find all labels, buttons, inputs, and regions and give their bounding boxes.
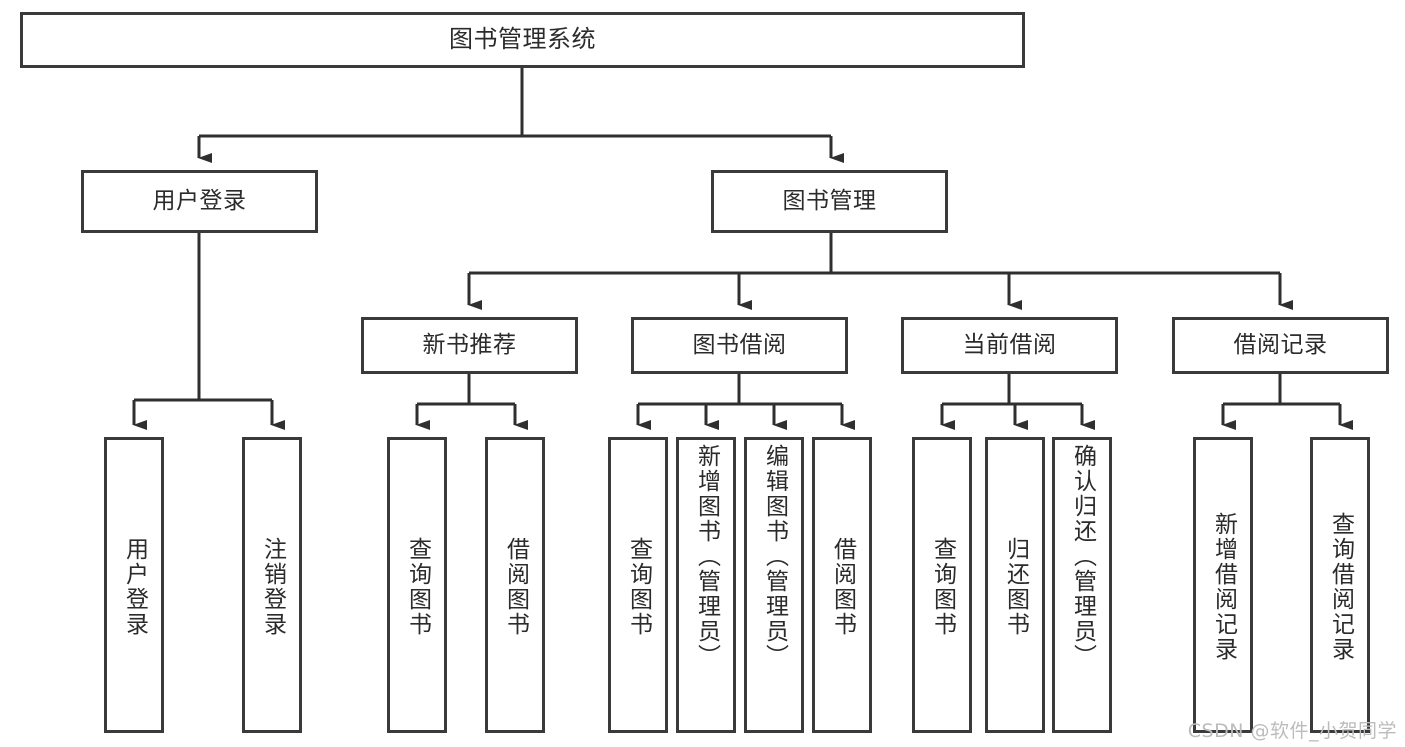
node-book-manage[interactable]: 图书管理 (711, 170, 948, 233)
leaf-edit-book-label: 编辑图书（管理员） (761, 444, 788, 669)
leaf-user-login[interactable]: 用户登录 (104, 437, 164, 733)
leaf-query-book-1[interactable]: 查询图书 (387, 437, 447, 733)
leaf-add-record[interactable]: 新增借阅记录 (1193, 437, 1253, 733)
node-new-book-rec-label: 新书推荐 (422, 332, 517, 359)
leaf-query-book-2[interactable]: 查询图书 (608, 437, 668, 733)
leaf-add-record-label: 新增借阅记录 (1210, 512, 1237, 662)
leaf-return-book[interactable]: 归还图书 (985, 437, 1045, 733)
leaf-add-book[interactable]: 新增图书（管理员） (676, 437, 736, 733)
leaf-borrow-book-1[interactable]: 借阅图书 (485, 437, 545, 733)
watermark-text: CSDN @软件_小贺同学 (1187, 720, 1397, 742)
node-root[interactable]: 图书管理系统 (20, 12, 1025, 68)
leaf-query-record[interactable]: 查询借阅记录 (1310, 437, 1370, 733)
leaf-user-logout[interactable]: 注销登录 (242, 437, 302, 733)
leaf-query-book-1-label: 查询图书 (404, 537, 431, 637)
node-book-borrow[interactable]: 图书借阅 (631, 317, 848, 374)
node-user-login-label: 用户登录 (152, 188, 247, 215)
leaf-borrow-book-2-label: 借阅图书 (829, 537, 856, 637)
leaf-edit-book[interactable]: 编辑图书（管理员） (744, 437, 804, 733)
leaf-return-book-label: 归还图书 (1002, 537, 1029, 637)
node-new-book-rec[interactable]: 新书推荐 (361, 317, 578, 374)
leaf-borrow-book-2[interactable]: 借阅图书 (812, 437, 872, 733)
node-book-borrow-label: 图书借阅 (692, 332, 787, 359)
leaf-confirm-return-label: 确认归还（管理员） (1069, 444, 1096, 669)
node-current-borrow-label: 当前借阅 (962, 332, 1057, 359)
leaf-borrow-book-1-label: 借阅图书 (502, 537, 529, 637)
leaf-user-login-label: 用户登录 (121, 537, 148, 637)
leaf-query-book-2-label: 查询图书 (625, 537, 652, 637)
node-borrow-record[interactable]: 借阅记录 (1172, 317, 1389, 374)
node-current-borrow[interactable]: 当前借阅 (901, 317, 1118, 374)
leaf-query-book-3[interactable]: 查询图书 (912, 437, 972, 733)
leaf-add-book-label: 新增图书（管理员） (693, 444, 720, 669)
node-borrow-record-label: 借阅记录 (1233, 332, 1328, 359)
node-user-login[interactable]: 用户登录 (81, 170, 318, 233)
node-book-manage-label: 图书管理 (782, 188, 877, 215)
leaf-query-record-label: 查询借阅记录 (1327, 512, 1354, 662)
leaf-user-logout-label: 注销登录 (259, 537, 286, 637)
leaf-confirm-return[interactable]: 确认归还（管理员） (1052, 437, 1112, 733)
node-root-label: 图书管理系统 (449, 25, 596, 54)
leaf-query-book-3-label: 查询图书 (929, 537, 956, 637)
